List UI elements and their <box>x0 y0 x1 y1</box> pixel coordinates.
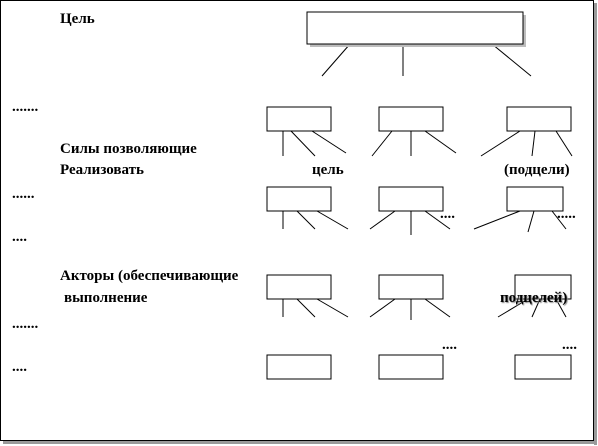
actor-box-r3-a <box>266 274 332 300</box>
r2c-fan-1 <box>473 210 521 230</box>
ellipsis-row5-left: .... <box>12 359 27 375</box>
ellipsis-row2-mid: .... <box>440 206 455 222</box>
actor-box-r3-b <box>378 274 444 300</box>
actors-label-line1: Акторы (обеспечивающие <box>60 268 239 284</box>
actor-box-r4-b <box>378 354 444 380</box>
subgoal-box-r1-c <box>506 106 572 132</box>
actor-box-r4-c <box>514 354 572 380</box>
actor-box-r3-c <box>514 274 572 300</box>
ellipsis-row2-right: ..... <box>557 206 576 222</box>
r3b-fan-1 <box>369 298 396 318</box>
r3b-fan-3 <box>424 298 451 318</box>
r3c-fan-3 <box>555 298 567 318</box>
forces-label-goal: цель <box>312 162 344 178</box>
ellipsis-row4-mid: .... <box>442 337 457 353</box>
ellipsis-row4-left: ....... <box>12 316 39 332</box>
r1a-fan-3 <box>311 130 347 154</box>
r3a-fan-2 <box>296 298 316 318</box>
frame-shadow-right <box>594 3 597 445</box>
r2c-fan-2 <box>527 210 535 233</box>
goal-box <box>306 11 524 45</box>
r2b-fan-3 <box>424 210 451 230</box>
forces-label-line2: Реализовать <box>60 162 144 178</box>
ellipsis-row2-left: ...... <box>12 186 35 202</box>
ellipsis-row4-right: .... <box>562 337 577 353</box>
forces-label-subgoals: (подцели) <box>504 162 570 178</box>
r2a-fan-3 <box>316 210 349 230</box>
goal-label: Цель <box>60 11 95 27</box>
subgoal-box-r1-b <box>378 106 444 132</box>
goal-connector-left <box>321 43 351 77</box>
ellipsis-row1-left: ....... <box>12 99 39 115</box>
actors-label-subgoals: подцелей) <box>500 290 568 306</box>
force-box-r2-b <box>378 186 444 212</box>
r1c-fan-1 <box>480 130 521 157</box>
r3c-fan-1 <box>497 298 529 318</box>
ellipsis-row3-left: .... <box>12 229 27 245</box>
r1b-fan-1 <box>371 130 393 157</box>
forces-label-line1: Силы позволяющие <box>60 141 197 157</box>
force-box-r2-a <box>266 186 332 212</box>
r3c-fan-2 <box>531 298 541 318</box>
subgoal-box-r1-a <box>266 106 332 132</box>
r2b-fan-1 <box>369 210 396 230</box>
frame-shadow-bottom <box>3 441 597 444</box>
actor-box-r4-a <box>266 354 332 380</box>
r1c-fan-3 <box>555 130 573 157</box>
r1b-fan-3 <box>424 130 457 154</box>
r3a-fan-3 <box>316 298 349 318</box>
r1c-fan-2 <box>531 130 536 157</box>
r1a-fan-2 <box>290 130 316 157</box>
r2a-fan-2 <box>296 210 316 230</box>
actors-label-line2: выполнение <box>64 290 148 306</box>
force-box-r2-c <box>506 186 564 212</box>
goal-connector-right <box>491 43 532 77</box>
r2c-fan-3 <box>551 210 567 230</box>
